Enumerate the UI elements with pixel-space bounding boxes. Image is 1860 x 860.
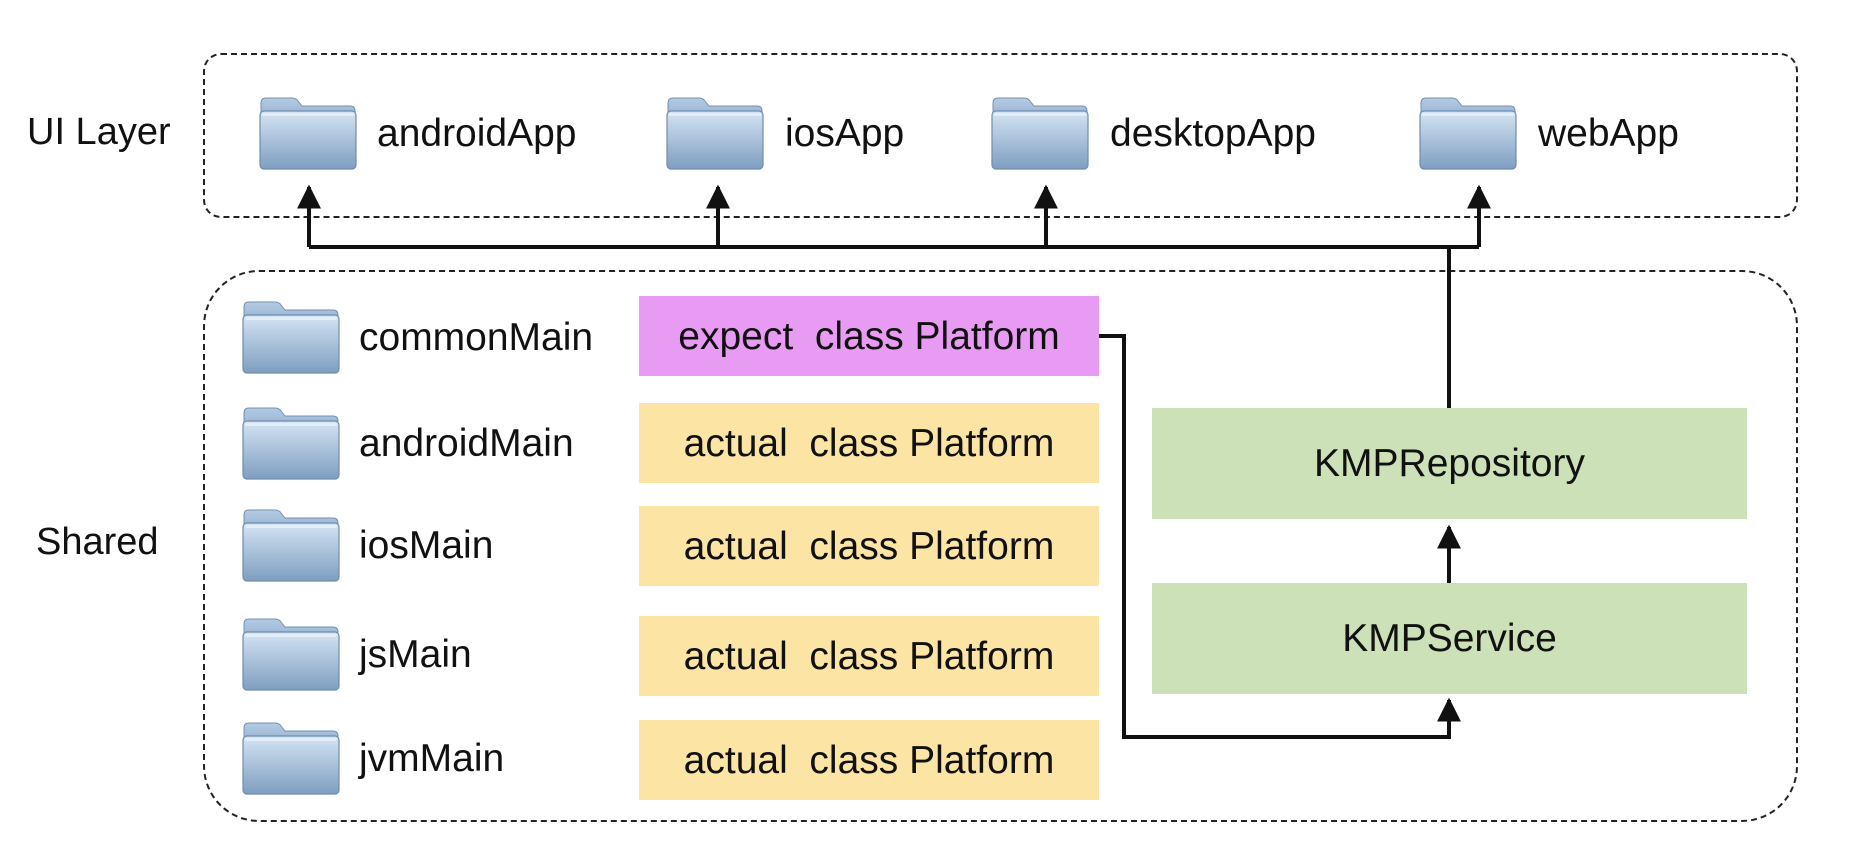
folder-icon (242, 301, 340, 374)
folder-icon (259, 97, 357, 170)
source-set-jvmmain: jvmMain (241, 713, 504, 803)
source-set-label: jsMain (359, 632, 472, 676)
folder-icon (242, 722, 340, 795)
folder-icon (242, 509, 340, 582)
actual-class-platform-box: actual class Platform (639, 403, 1099, 483)
source-set-iosmain: iosMain (241, 500, 493, 590)
ui-layer-group (203, 53, 1798, 218)
kmp-service-box: KMPService (1152, 583, 1747, 694)
ui-layer-label: UI Layer (27, 111, 171, 153)
app-androidapp: androidApp (258, 88, 577, 178)
app-label: iosApp (785, 111, 905, 155)
folder-icon (1419, 97, 1517, 170)
shared-group (203, 270, 1798, 822)
source-set-label: jvmMain (359, 736, 505, 780)
actual-class-platform-box: actual class Platform (639, 720, 1099, 800)
source-set-label: iosMain (359, 523, 494, 567)
folder-icon (991, 97, 1089, 170)
app-label: androidApp (377, 111, 577, 155)
folder-icon (242, 618, 340, 691)
app-label: desktopApp (1110, 111, 1316, 155)
source-set-jsmain: jsMain (241, 609, 472, 699)
shared-label: Shared (36, 521, 159, 563)
app-label: webApp (1538, 111, 1679, 155)
source-set-label: androidMain (359, 421, 574, 465)
source-set-androidmain: androidMain (241, 398, 574, 488)
source-set-label: commonMain (359, 315, 594, 359)
app-iosapp: iosApp (665, 88, 904, 178)
expect-class-platform-box: expect class Platform (639, 296, 1099, 376)
actual-class-platform-box: actual class Platform (639, 616, 1099, 696)
kmp-repository-box: KMPRepository (1152, 408, 1747, 519)
folder-icon (666, 97, 764, 170)
app-desktopapp: desktopApp (990, 88, 1316, 178)
actual-class-platform-box: actual class Platform (639, 506, 1099, 586)
app-webapp: webApp (1418, 88, 1679, 178)
source-set-commonmain: commonMain (241, 292, 593, 382)
folder-icon (242, 407, 340, 480)
